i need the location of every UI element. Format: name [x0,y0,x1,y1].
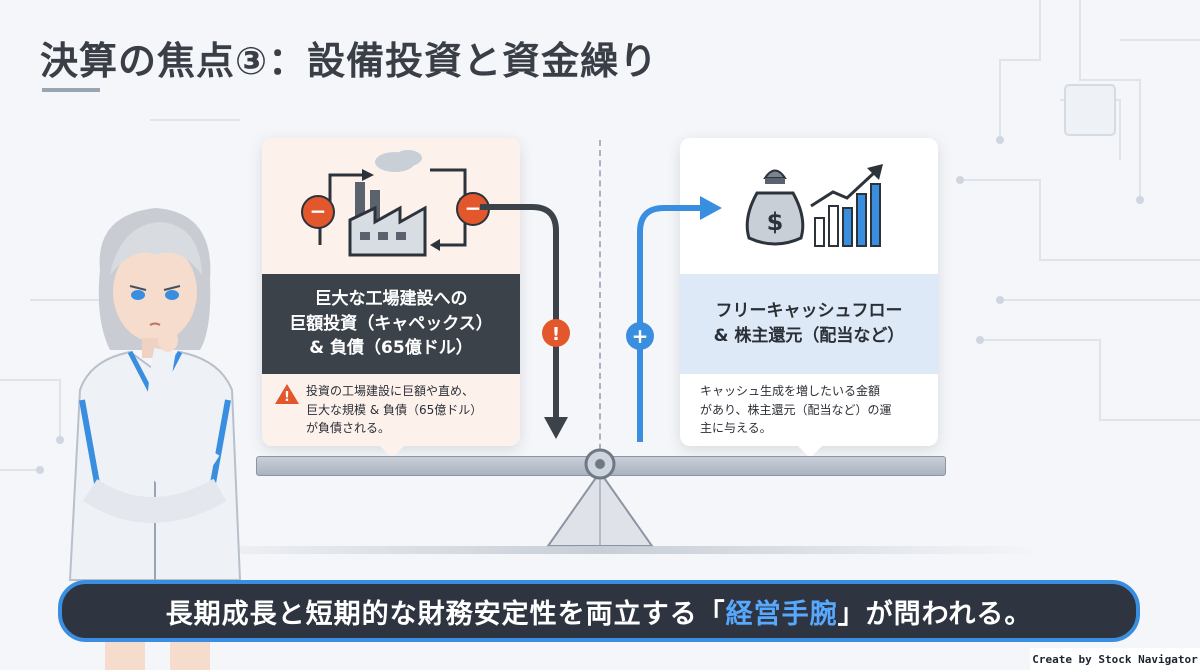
alert-circle [542,319,570,347]
fcf-heading: フリーキャッシュフロー & 株主還元（配当など） [680,274,938,374]
warning-icon: ! [275,384,299,405]
capex-heading-line2: 巨額投資（キャペックス） [289,313,493,334]
conclusion-prefix: 長期成長と短期的な財務安定性を両立する「 [165,598,726,630]
capex-note-line1: 投資の工場建設に巨額や直め、 [306,384,475,398]
fcf-note-line3: 主に与える。 [700,421,772,436]
fcf-heading-line1: フリーキャッシュフロー [715,300,903,321]
minus-symbol-left: − [310,199,327,223]
center-divider [599,140,601,470]
plus-symbol: + [632,324,649,348]
conclusion-banner: 長期成長と短期的な財務安定性を両立する「経営手腕」が問われる。 [58,580,1140,642]
capex-heading-line1: 巨大な工場建設への [314,289,468,310]
cycle-arrow-icon [328,173,362,205]
credit-label: Create by Stock Navigator [1030,648,1200,670]
down-arrow: ! [480,204,570,439]
presenter-character [68,208,242,670]
growth-chart-icon [810,164,883,247]
fcf-note: キャッシュ生成を増したいる金額 があり、株主還元（配当など）の運 主に与える。 [700,382,930,438]
fcf-note-line1: キャッシュ生成を増したいる金額 [700,384,881,398]
title-underline [42,88,100,92]
fcf-note-line2: があり、株主還元（配当など）の運 [700,402,892,417]
plus-circle [626,322,654,350]
money-bag-icon: $ [745,169,805,246]
fcf-heading-line2: & 株主還元（配当など） [713,326,905,346]
conclusion-highlight: 経営手腕 [725,598,838,630]
capex-heading-line3: & 負債（65億ドル） [309,338,473,359]
conclusion-suffix: 」が問われる。 [837,598,1033,630]
svg-text:!: ! [284,390,290,405]
capex-note-line2: 巨大な規模 & 負債（65億ドル） [306,402,483,417]
minus-symbol-right: − [465,196,482,220]
minus-circle-left [301,195,335,229]
money-growth-illustration: $ [745,164,883,247]
floor-shadow [160,546,1040,554]
up-arrow: + [626,196,722,442]
page-title: 決算の焦点③：設備投資と資金繰り [40,39,659,83]
capex-note-line3: が負債される。 [306,421,391,436]
capex-heading: 巨大な工場建設への 巨額投資（キャペックス） & 負債（65億ドル） [262,274,520,374]
factory-icon [348,150,427,257]
seesaw-pivot [584,448,616,480]
dollar-symbol: $ [767,208,784,236]
factory-cycle-illustration: − − [301,150,490,257]
alert-symbol: ! [552,324,560,345]
capex-note: 投資の工場建設に巨額や直め、 巨大な規模 & 負債（65億ドル） が負債される。 [306,382,516,438]
